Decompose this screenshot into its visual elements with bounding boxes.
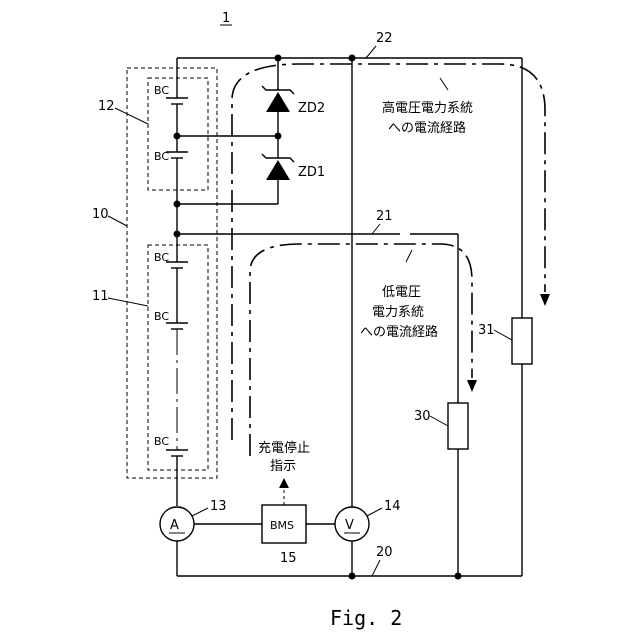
stop-arrow-head	[279, 478, 289, 488]
leader-lv-path	[406, 250, 412, 262]
junction-dot	[455, 573, 462, 580]
hv-current-arrowhead	[540, 294, 550, 306]
cell-label: BC	[154, 310, 169, 323]
ref-main: 1	[222, 11, 230, 26]
ref-load-lv: 30	[414, 409, 431, 424]
junction-dot	[349, 573, 356, 580]
ref-pack: 10	[92, 207, 109, 222]
cell-label: BC	[154, 435, 169, 448]
voltmeter-symbol: V	[345, 518, 354, 533]
cell-label: BC	[154, 150, 169, 163]
pack-box	[127, 68, 217, 478]
junction-dot	[349, 55, 356, 62]
junction-dot	[174, 133, 181, 140]
leader-ammeter	[192, 508, 208, 516]
lv-current-arrowhead	[467, 380, 477, 392]
leader-voltmeter	[367, 508, 382, 516]
leader-ground-line	[372, 560, 380, 576]
zener-upper-label: ZD2	[298, 101, 325, 116]
lv-path-text-1: 低電圧	[382, 285, 421, 300]
ref-hv-line: 22	[376, 31, 393, 46]
leader-load-hv	[494, 330, 512, 340]
lv-path-text-3: への電流経路	[360, 324, 438, 340]
junction-dot	[275, 55, 282, 62]
ref-ammeter: 13	[210, 499, 227, 514]
load-hv-resistor	[512, 318, 532, 364]
bms-label: BMS	[270, 519, 294, 532]
figure-caption: Fig. 2	[330, 606, 402, 630]
stop-text-2: 指示	[270, 459, 296, 474]
ref-load-hv: 31	[478, 323, 495, 338]
junction-dot	[174, 231, 181, 238]
leader-lv-line	[372, 224, 380, 234]
ref-ground-line: 20	[376, 545, 393, 560]
ref-bms: 15	[280, 551, 297, 566]
lv-current-path	[250, 244, 472, 456]
leader-load-lv	[430, 416, 448, 426]
ref-voltmeter: 14	[384, 499, 401, 514]
ammeter-symbol: A	[170, 518, 179, 533]
zener-upper-triangle	[266, 92, 290, 112]
ref-group-upper: 12	[98, 99, 115, 114]
leader-hv-line	[366, 46, 376, 58]
lv-path-text-2: 電力系統	[372, 305, 424, 320]
zener-lower-triangle	[266, 160, 290, 180]
leader-group-upper	[115, 108, 148, 124]
junction-dot	[174, 201, 181, 208]
leader-group-lower	[108, 298, 148, 306]
leader-hv-path	[440, 78, 448, 90]
hv-path-text-2: への電流経路	[388, 120, 466, 136]
load-lv-resistor	[448, 403, 468, 449]
leader-pack	[108, 216, 127, 226]
zener-lower-label: ZD1	[298, 165, 325, 180]
cell-label: BC	[154, 84, 169, 97]
cell-label: BC	[154, 251, 169, 264]
stop-text-1: 充電停止	[258, 440, 310, 456]
ref-lv-line: 21	[376, 209, 393, 224]
hv-path-text-1: 高電圧電力系統	[382, 100, 473, 116]
junction-dot	[275, 133, 282, 140]
ref-group-lower: 11	[92, 289, 109, 304]
